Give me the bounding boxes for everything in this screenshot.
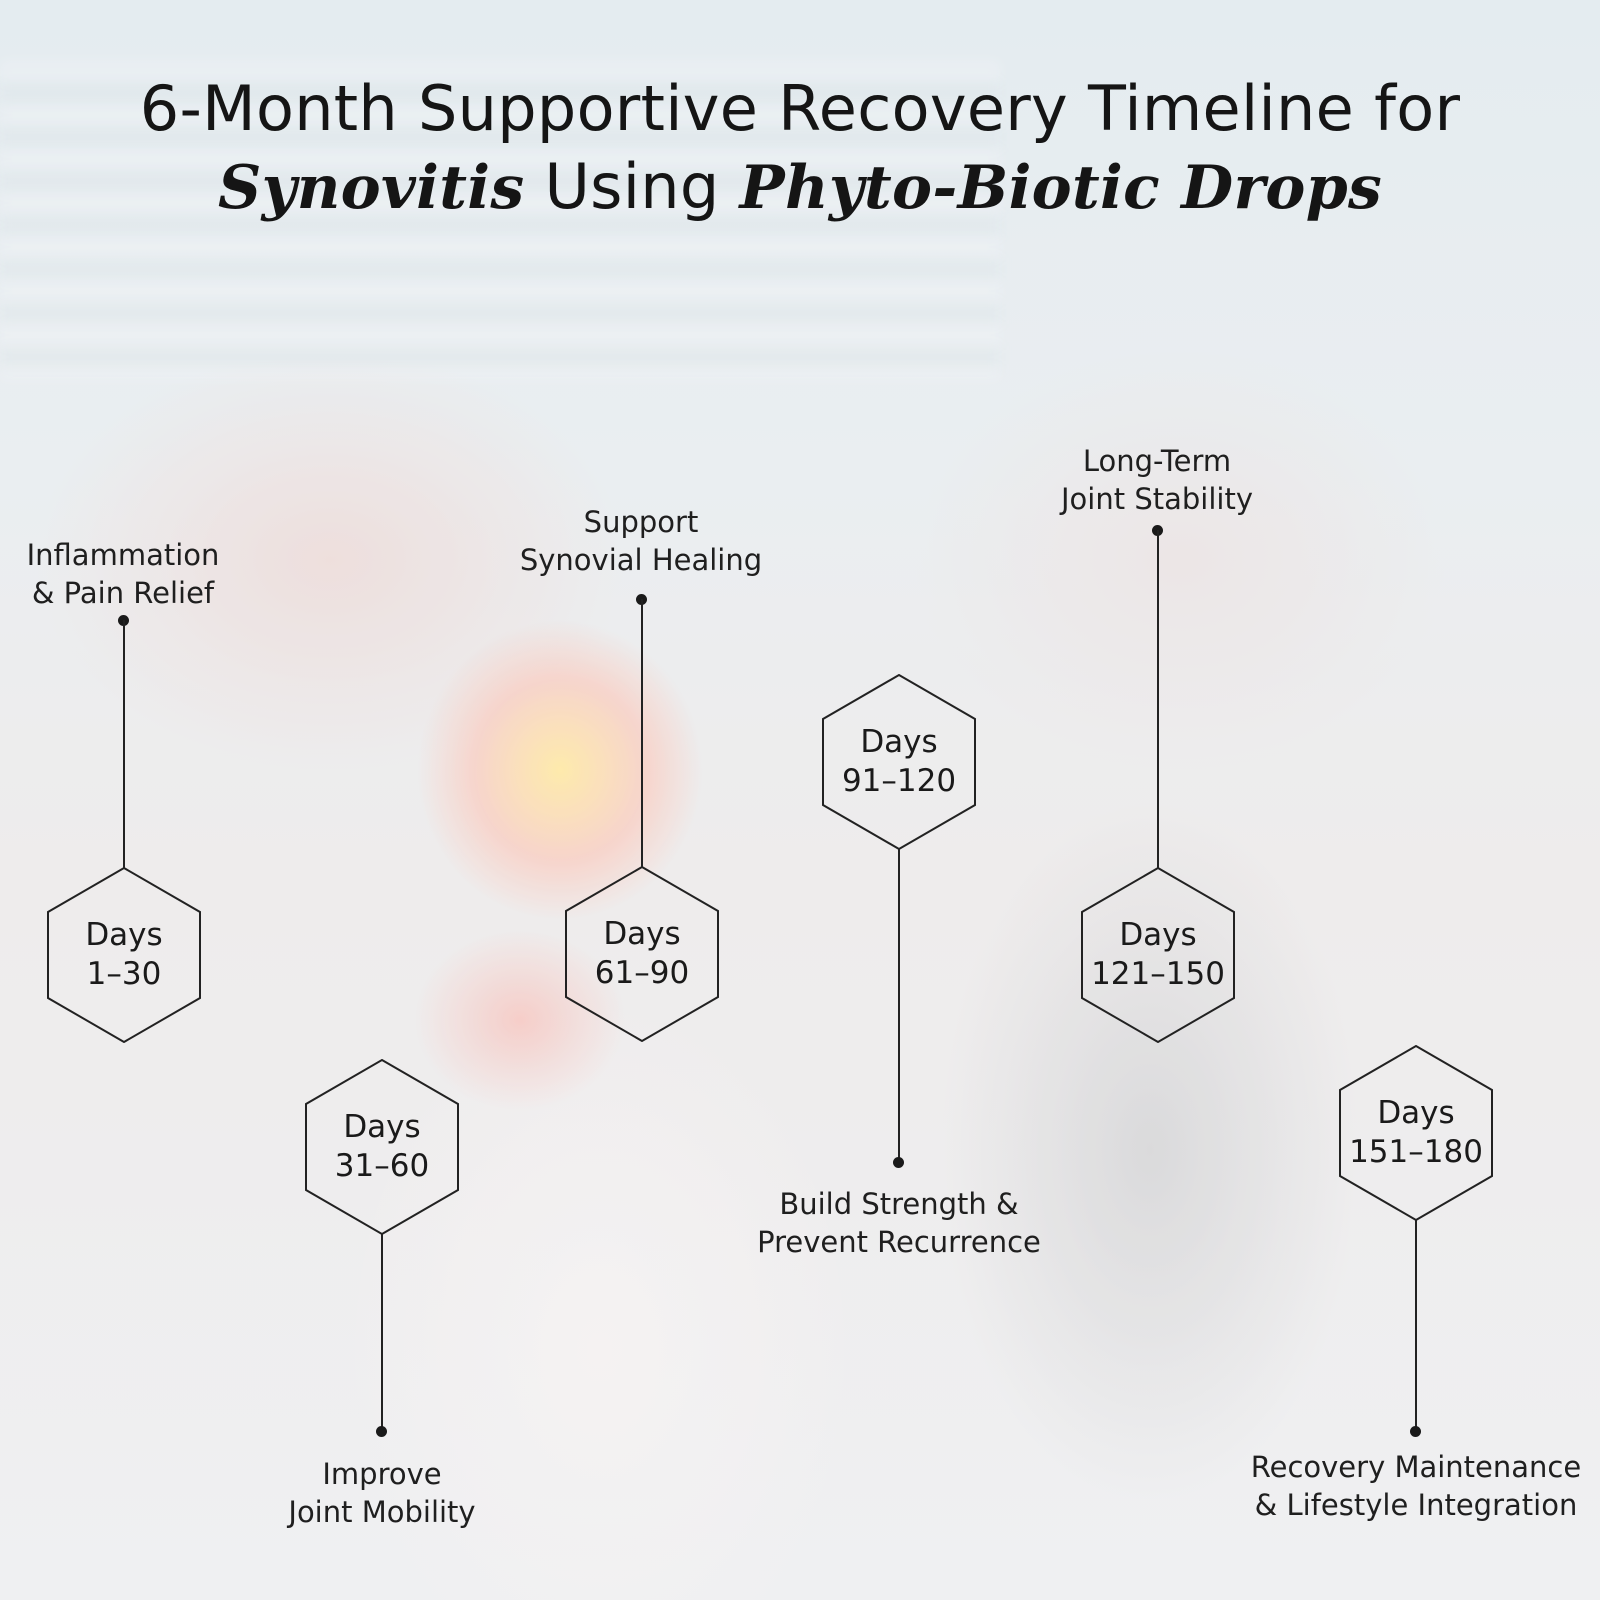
phase-4-dot	[893, 1157, 904, 1168]
background-shirt-stripes	[0, 60, 1000, 380]
phase-6-dot	[1410, 1426, 1421, 1437]
phase-2-label: Improve Joint Mobility	[288, 1457, 476, 1529]
phase-6-connector	[1415, 1220, 1417, 1431]
title-line-2: Synovitis Using Phyto-Biotic Drops	[0, 148, 1600, 227]
phase-5-label: Long-Term Joint Stability	[1061, 444, 1253, 516]
phase-1-label: Inflammation & Pain Relief	[26, 538, 220, 610]
phase-6-label: Recovery Maintenance & Lifestyle Integra…	[1250, 1450, 1582, 1522]
phase-1-connector	[123, 620, 125, 868]
title-synovitis: Synovitis	[217, 153, 525, 223]
phase-3-connector	[641, 599, 643, 867]
phase-5-connector	[1157, 530, 1159, 868]
title-line-1: 6-Month Supportive Recovery Timeline for	[139, 72, 1461, 145]
phase-2-connector	[381, 1234, 383, 1431]
title-product: Phyto-Biotic Drops	[739, 153, 1383, 223]
title-using: Using	[524, 150, 740, 223]
phase-3-label: Support Synovial Healing	[519, 505, 763, 577]
phase-2-dot	[376, 1426, 387, 1437]
phase-4-label: Build Strength & Prevent Recurrence	[757, 1187, 1041, 1259]
page-title: 6-Month Supportive Recovery Timeline for…	[0, 70, 1600, 227]
phase-4-connector	[898, 849, 900, 1159]
